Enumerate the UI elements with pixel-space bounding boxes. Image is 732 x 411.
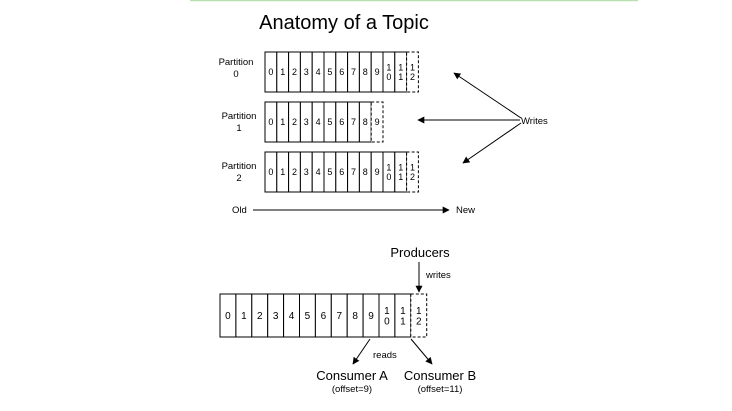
writes-arrow-partition-0: [453, 72, 522, 119]
partition-2-label: Partition: [222, 161, 257, 172]
partition-0-offset-label: 1: [386, 63, 391, 73]
new-label: New: [456, 205, 475, 216]
partition-2-offset-label: 1: [386, 163, 391, 173]
partition-0-offset-label: 9: [375, 67, 380, 77]
partition-2-offset-label: 3: [304, 167, 309, 177]
log-offset-label: 3: [273, 311, 279, 322]
partition-2-offset-label: 1: [398, 172, 403, 182]
partition-1-offset-label: 5: [327, 117, 332, 127]
partition-2-offset-label: 9: [375, 167, 380, 177]
log-offset-label: 6: [321, 311, 327, 322]
partition-2-offset-label: 1: [280, 167, 285, 177]
log-offset-label: 1: [241, 311, 247, 322]
partition-2-offset-label: 5: [327, 167, 332, 177]
writes-label: Writes: [521, 116, 548, 127]
log-offset-label: 7: [336, 311, 342, 322]
consumer-a-offset: (offset=9): [332, 384, 372, 395]
consumer-b-name: Consumer B: [404, 368, 476, 383]
partition-2-offset-label: 8: [363, 167, 368, 177]
partition-1-offset-label: 7: [351, 117, 356, 127]
log-offset-label: 5: [305, 311, 311, 322]
partition-2-offset-label: 7: [351, 167, 356, 177]
partition-2-offset-label: 1: [410, 163, 415, 173]
partition-2-number: 2: [236, 173, 241, 184]
partition-2-offset-label: 6: [339, 167, 344, 177]
partition-2-offset-label: 0: [268, 167, 273, 177]
partition-0-offset-label: 0: [386, 72, 391, 82]
partition-0-offset-label: 1: [410, 63, 415, 73]
partition-1-offset-label: 3: [304, 117, 309, 127]
partition-0-offset-label: 1: [280, 67, 285, 77]
partition-0-number: 0: [233, 69, 238, 80]
partition-1-number: 1: [236, 123, 241, 134]
producers-label: Producers: [390, 245, 450, 260]
consumer-a-read-arrow: [352, 338, 371, 365]
log-offset-label: 0: [225, 311, 231, 322]
partition-2-pending-offset-cell: [406, 151, 419, 193]
partition-2-offset-label: 1: [398, 163, 403, 173]
partition-1-offset-label: 4: [316, 117, 321, 127]
partition-0-offset-label: 7: [351, 67, 356, 77]
partition-1-offset-label: 2: [292, 117, 297, 127]
partition-0-offset-cell: [394, 51, 408, 93]
partition-2-offset-label: 2: [410, 172, 415, 182]
partition-1-offset-label: 1: [280, 117, 285, 127]
diagram-title: Anatomy of a Topic: [259, 12, 429, 34]
consumer-a-name: Consumer A: [316, 368, 388, 383]
partition-0-offset-label: 1: [398, 72, 403, 82]
partition-0-offset-label: 6: [339, 67, 344, 77]
log-offset-label: 9: [368, 311, 374, 322]
partition-0-offset-label: 0: [268, 67, 273, 77]
partition-1-offset-label: 0: [268, 117, 273, 127]
partition-1-label: Partition: [222, 111, 257, 122]
partition-0-offset-label: 5: [327, 67, 332, 77]
partition-0-offset-label: 1: [398, 63, 403, 73]
log-offset-label: 8: [352, 311, 358, 322]
partition-2-offset-label: 0: [386, 172, 391, 182]
log-offset-label: 1: [384, 306, 390, 317]
partition-0-label: Partition: [219, 57, 254, 68]
reads-label: reads: [373, 350, 397, 361]
old-label: Old: [232, 205, 247, 216]
log-offset-label: 1: [400, 306, 406, 317]
partition-2-offset-label: 4: [316, 167, 321, 177]
partition-1-offset-label: 6: [339, 117, 344, 127]
log-offset-label: 2: [257, 311, 263, 322]
partition-0-offset-label: 2: [292, 67, 297, 77]
partition-0-offset-label: 4: [316, 67, 321, 77]
partition-1-offset-label: 8: [363, 117, 368, 127]
log-offset-label: 4: [289, 311, 295, 322]
partition-0-offset-label: 8: [363, 67, 368, 77]
producer-writes-label: writes: [425, 270, 451, 281]
consumer-b-offset: (offset=11): [418, 384, 463, 395]
partition-1-pending-offset-cell: [370, 101, 384, 143]
partition-0-offset-label: 2: [410, 72, 415, 82]
partition-1-offset-cell: [358, 101, 372, 143]
log-offset-label: 1: [416, 306, 422, 317]
log-offset-label: 1: [400, 317, 406, 328]
log-offset-label: 0: [384, 317, 390, 328]
partition-2-offset-label: 2: [292, 167, 297, 177]
partition-2-offset-cell: [394, 151, 408, 193]
writes-arrow-partition-2: [462, 122, 522, 164]
log-pending-offset-cell: [410, 293, 428, 338]
partition-0-offset-label: 3: [304, 67, 309, 77]
log-offset-label: 2: [416, 317, 422, 328]
partition-1-offset-label: 9: [375, 117, 380, 127]
consumer-b-read-arrow: [410, 338, 433, 365]
partition-0-pending-offset-cell: [406, 51, 419, 93]
